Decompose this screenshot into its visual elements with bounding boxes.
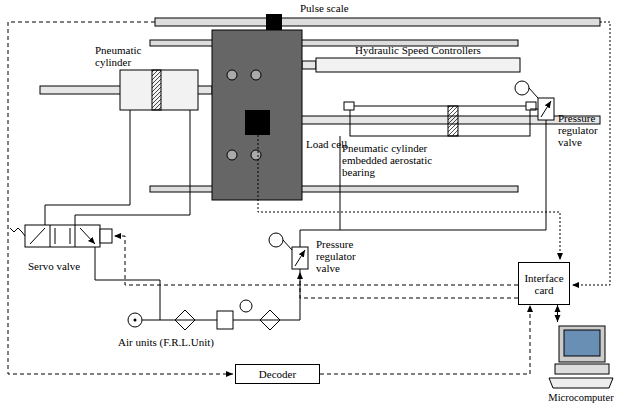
signal-connector bbox=[557, 305, 558, 322]
part-label: Pneumatic cylinder bbox=[95, 44, 155, 68]
part-label: Hydraulic Speed Controllers bbox=[355, 44, 481, 56]
node-text: Decoder bbox=[259, 368, 296, 380]
part-label: Air units (F.R.L.Unit) bbox=[118, 336, 214, 348]
part-label: Pressure regulator valve bbox=[558, 112, 610, 148]
node-text: Microcomputer bbox=[545, 392, 617, 404]
part-label: Load cell bbox=[306, 138, 347, 150]
computer-icon bbox=[545, 322, 617, 392]
signal-connector bbox=[320, 305, 530, 374]
part-label: Pressure regulator valve bbox=[316, 238, 376, 274]
node-text: Interface card bbox=[522, 272, 566, 296]
part-label: Pneumatic cylinder embedded aerostatic b… bbox=[342, 142, 438, 178]
decoder-box: Decoder bbox=[235, 364, 320, 384]
part-label: Pulse scale bbox=[300, 2, 349, 14]
microcomputer-icon: Microcomputer bbox=[545, 322, 617, 408]
interface-card-box: Interface card bbox=[518, 262, 570, 305]
part-label: Servo valve bbox=[28, 260, 80, 272]
